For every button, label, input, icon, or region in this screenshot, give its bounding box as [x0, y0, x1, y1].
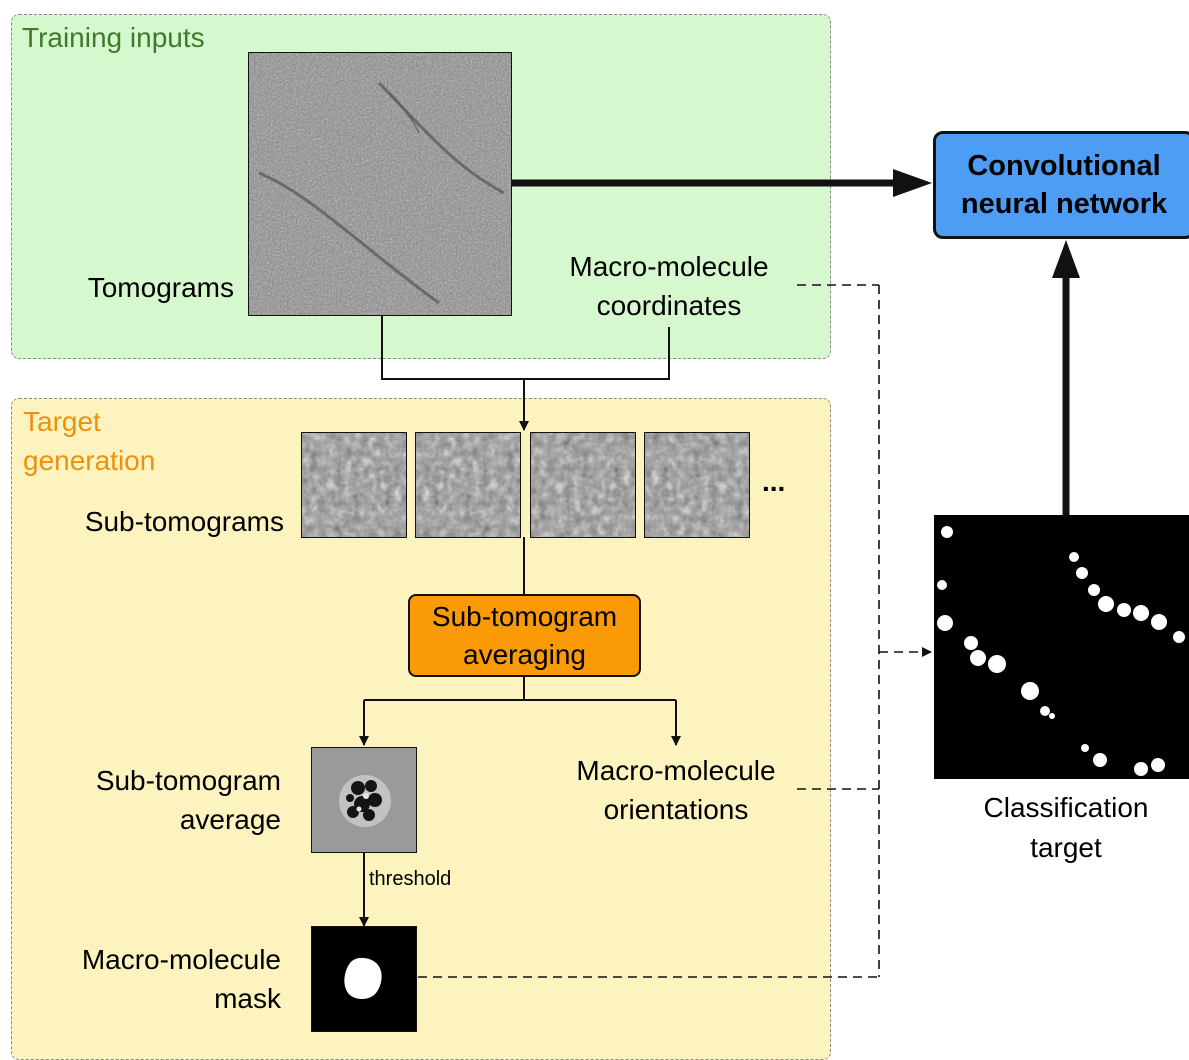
classification-target-label-line1: Classification — [983, 792, 1149, 823]
sub-tomogram-average-label-line2: average — [179, 804, 281, 835]
sub-tomogram-image-1 — [301, 432, 407, 538]
macro-molecule-mask-image — [311, 926, 417, 1032]
tomogram-image — [248, 52, 512, 316]
classification-target-label-line2: target — [1030, 832, 1102, 863]
target-generation-title-line1: Target — [23, 406, 101, 437]
sub-tomogram-image-2 — [415, 432, 521, 538]
tomograms-label: Tomograms — [87, 272, 234, 303]
more-sub-tomograms-ellipsis: ... — [762, 466, 786, 497]
sub-tomograms-label: Sub-tomograms — [84, 506, 284, 537]
tomograms-to-cnn-arrowhead — [893, 169, 932, 197]
macro-molecule-coordinates-label-line2: coordinates — [596, 290, 742, 321]
averaging-label-line2: averaging — [463, 638, 586, 670]
threshold-label: threshold — [369, 868, 452, 890]
sub-tomogram-image-3 — [530, 432, 636, 538]
macro-molecule-orientations-label-line2: orientations — [603, 794, 749, 825]
dashed-bus — [418, 284, 880, 978]
sub-tomogram-average-image — [311, 747, 417, 853]
convolutional-neural-network-box: Convolutional neural network — [933, 131, 1189, 239]
macro-molecule-coordinates-label-line1: Macro-molecule — [569, 251, 769, 282]
target-to-cnn-arrowhead — [1052, 240, 1080, 278]
cnn-label-line1: Convolutional — [967, 150, 1161, 182]
target-generation-title-line2: generation — [23, 445, 156, 476]
macro-molecule-orientations-label-line1: Macro-molecule — [576, 755, 776, 786]
classification-target-image — [934, 515, 1189, 779]
cnn-label-line2: neural network — [960, 188, 1168, 220]
sub-tomogram-averaging-box: Sub-tomogram averaging — [408, 594, 641, 677]
macro-molecule-mask-label-line1: Macro-molecule — [81, 944, 281, 975]
sub-tomogram-image-4 — [644, 432, 750, 538]
sub-tomogram-average-label-line1: Sub-tomogram — [95, 765, 281, 796]
macro-molecule-mask-label-line2: mask — [214, 983, 281, 1014]
averaging-split-connector — [364, 677, 525, 701]
averaging-label-line1: Sub-tomogram — [431, 600, 618, 632]
training-inputs-title: Training inputs — [22, 22, 205, 53]
merge-connector — [381, 316, 670, 380]
